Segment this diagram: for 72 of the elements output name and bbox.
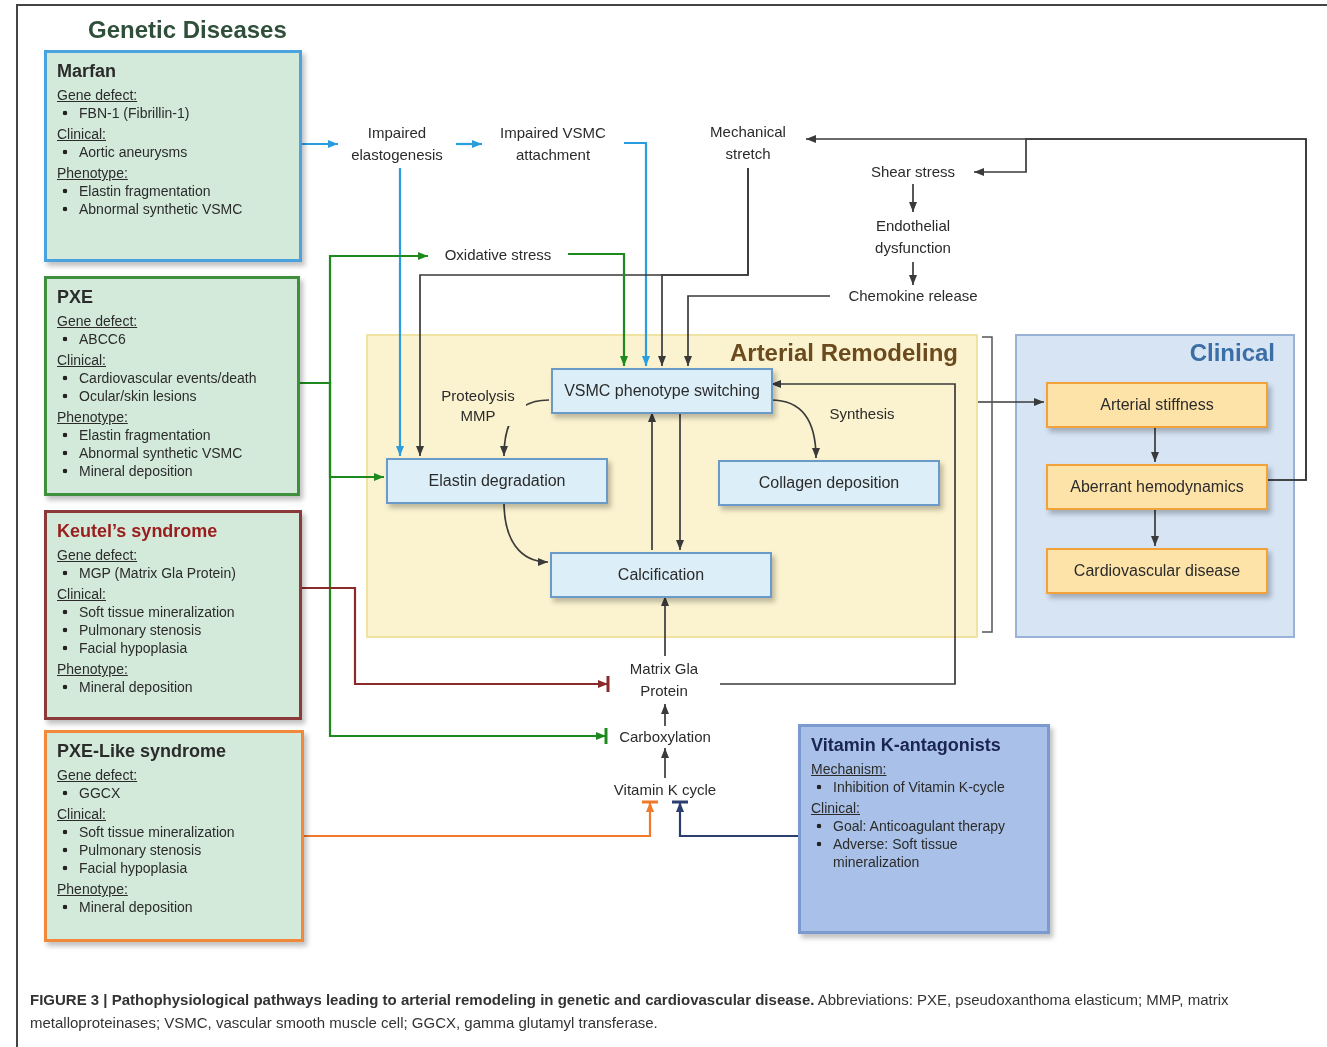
- process-box: Arterial stiffness: [1046, 382, 1268, 428]
- process-box: VSMC phenotype switching: [551, 368, 773, 414]
- arrow: [661, 703, 669, 727]
- arrow: [500, 399, 550, 457]
- pathway-step-label: Mechanical stretch: [690, 118, 806, 168]
- arrow: [1151, 507, 1159, 547]
- arrow: [973, 138, 1307, 481]
- section-heading: Gene defect:: [57, 312, 139, 330]
- section-heading: Phenotype:: [57, 660, 129, 678]
- arrow: [503, 501, 549, 566]
- info-card: [44, 510, 302, 720]
- card-heading: PXE: [57, 286, 95, 309]
- section-heading: Clinical:: [57, 125, 107, 143]
- info-card: [44, 730, 304, 942]
- section-heading: Gene defect:: [57, 86, 139, 104]
- process-box: Elastin degradation: [386, 458, 608, 504]
- process-box: Calcification: [550, 552, 772, 598]
- info-card: [798, 724, 1050, 934]
- section-heading: Gene defect:: [57, 766, 139, 784]
- arrow: [909, 183, 917, 213]
- pathway-step-label: Vitamin K cycle: [598, 778, 732, 802]
- arrow: [658, 167, 749, 367]
- pathway-step-label: Chemokine release: [830, 285, 996, 307]
- process-box: Collagen deposition: [718, 460, 940, 506]
- pathway-step-label: Impaired elastogenesis: [338, 120, 456, 168]
- card-heading: PXE-Like syndrome: [57, 740, 228, 763]
- arrow: [302, 140, 338, 148]
- group-panel: [1015, 334, 1295, 638]
- arrow: [661, 595, 669, 657]
- arrow: [676, 802, 798, 838]
- arrow: [1151, 425, 1159, 463]
- pathway-step-label: Endothelial dysfunction: [852, 212, 974, 262]
- section-heading: Phenotype:: [57, 880, 129, 898]
- arrow: [684, 295, 831, 367]
- card-heading: Marfan: [57, 60, 117, 83]
- group-title: Clinical: [1189, 338, 1275, 368]
- section-heading: Mechanism:: [811, 760, 888, 778]
- section-heading: Genetic Diseases: [88, 16, 287, 44]
- arrow: [770, 399, 820, 459]
- process-box: Aberrant hemodynamics: [1046, 464, 1268, 510]
- arrow: [304, 802, 654, 838]
- arrow: [719, 380, 956, 685]
- group-panel: [366, 334, 978, 638]
- section-heading: Clinical:: [57, 351, 107, 369]
- section-heading: Clinical:: [57, 585, 107, 603]
- arrow: [568, 252, 628, 366]
- arrow: [456, 140, 482, 148]
- arrow: [661, 747, 669, 779]
- arrow: [302, 586, 608, 688]
- section-heading: Gene defect:: [57, 546, 139, 564]
- arrow: [396, 168, 404, 456]
- arrow: [977, 398, 1045, 406]
- pathway-step-label: Oxidative stress: [428, 244, 568, 266]
- process-box: Cardiovascular disease: [1046, 548, 1268, 594]
- figure-caption: FIGURE 3 | Pathophysiological pathways leading to arterial remodeling in genetic and cardiovascular disease. Abbreviations: PXE, pseudoxanthoma elasticum; MMP, matrix metalloproteinases; VSMC, vascular smooth muscle cell; GGCX, gamma glutamyl transferase.: [30, 990, 1230, 1033]
- section-heading: Phenotype:: [57, 408, 129, 426]
- arrow: [909, 261, 917, 286]
- section-heading: Clinical:: [57, 805, 107, 823]
- pathway-step-label: Shear stress: [852, 160, 974, 184]
- pathway-step-label: Impaired VSMC attachment: [482, 120, 624, 168]
- arrow: [624, 141, 650, 366]
- arrow: [676, 411, 684, 551]
- arrow: [648, 411, 656, 551]
- section-heading: Phenotype:: [57, 164, 129, 182]
- card-heading: Vitamin K-antagonists: [811, 734, 1002, 757]
- info-card: [44, 276, 300, 496]
- info-card: [44, 50, 302, 262]
- pathway-step-label: Carboxylation: [606, 726, 724, 748]
- group-title: Arterial Remodeling: [729, 338, 958, 368]
- card-heading: Keutel’s syndrome: [57, 520, 219, 543]
- pathway-step-label: Matrix Gla Protein: [608, 656, 720, 704]
- section-heading: Clinical:: [811, 799, 861, 817]
